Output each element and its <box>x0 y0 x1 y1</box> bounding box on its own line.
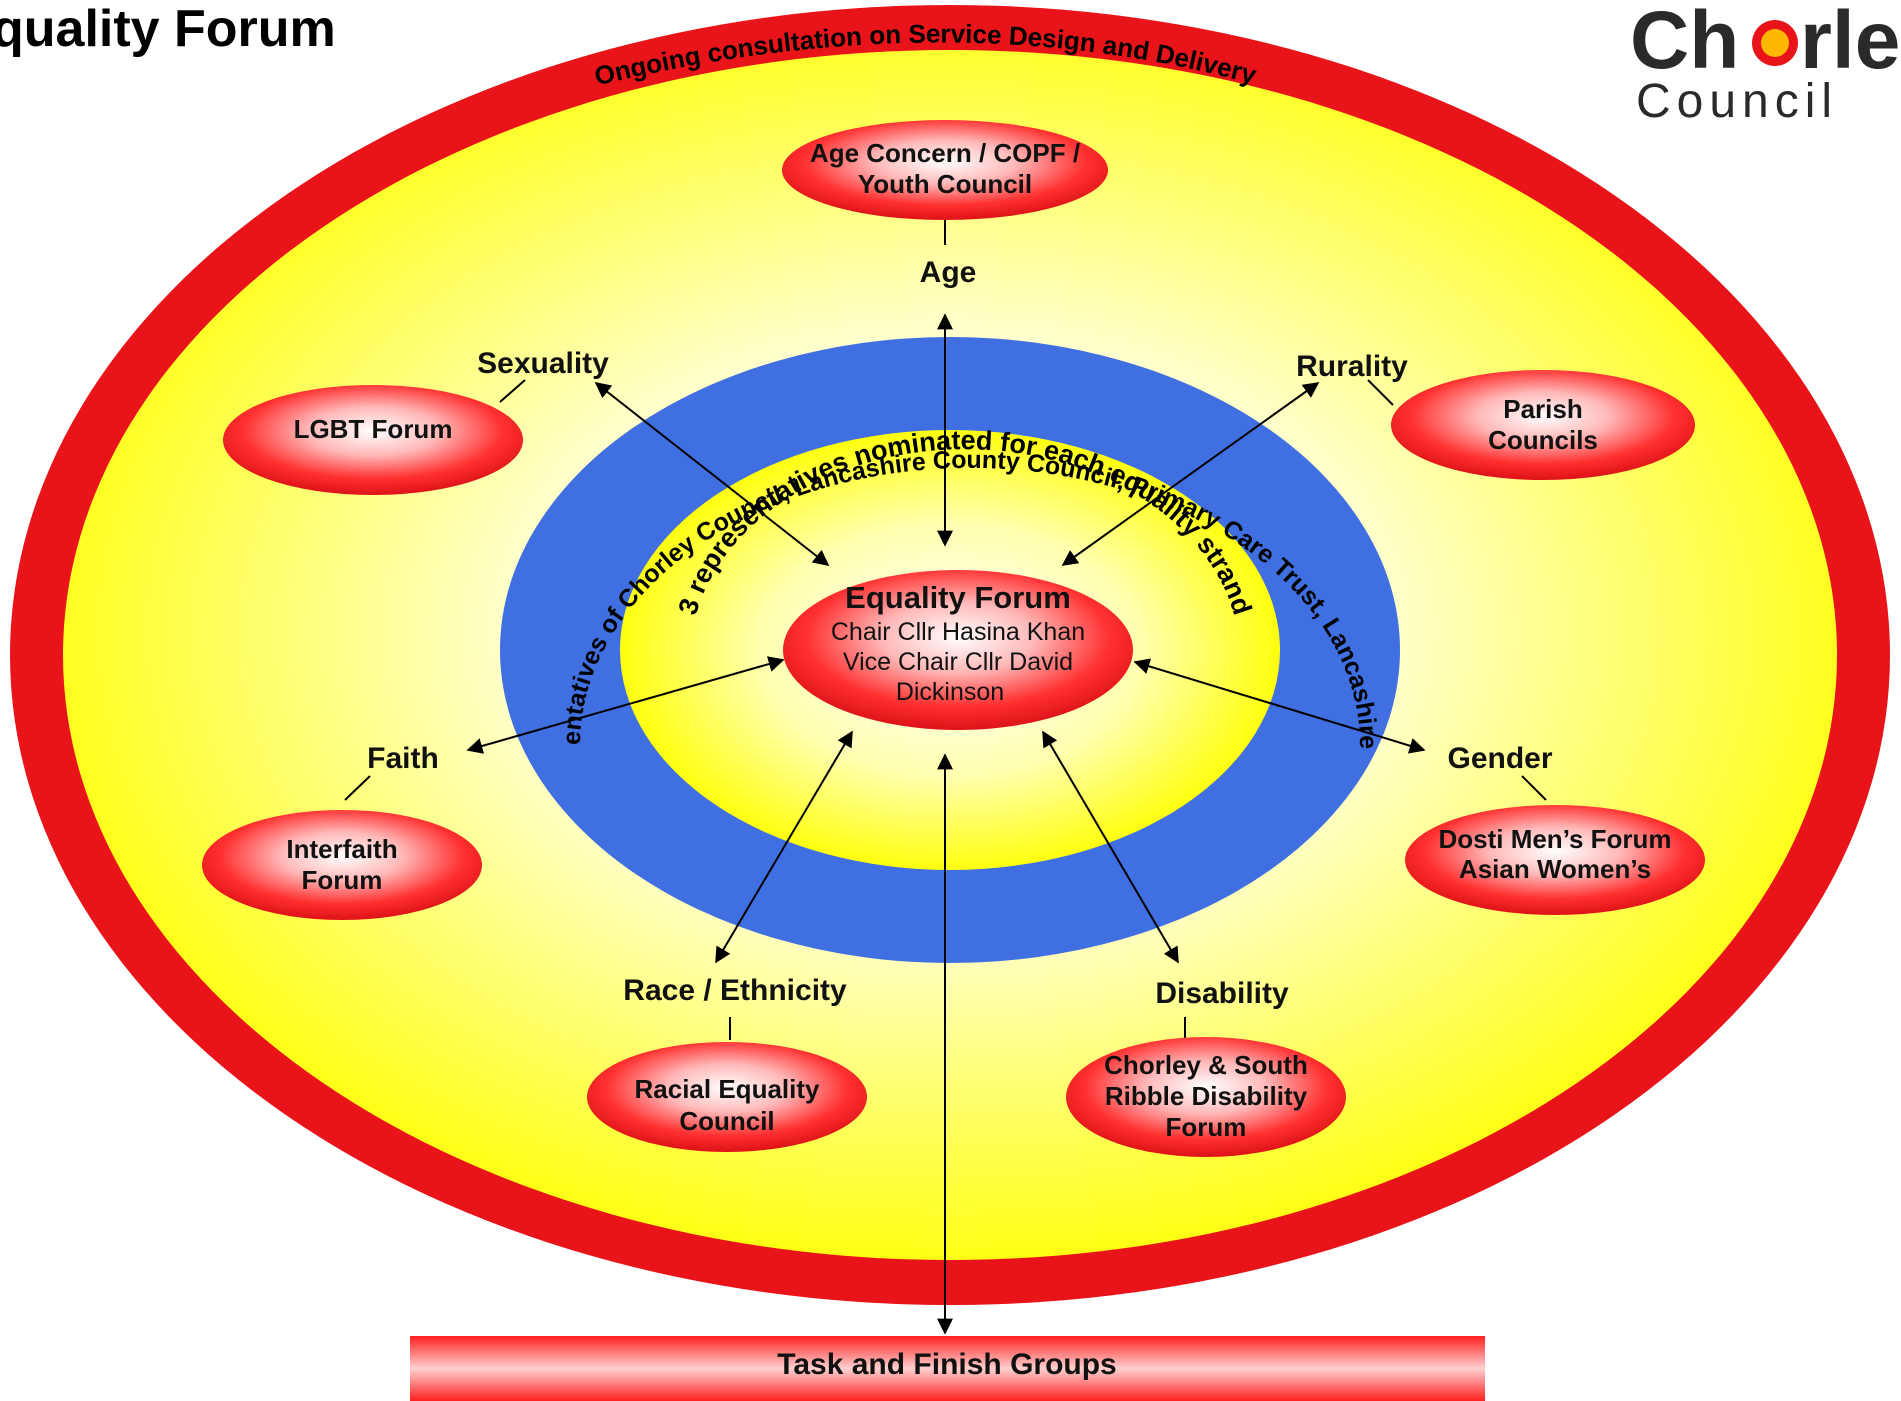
connector-arrows <box>344 218 1547 1335</box>
center-vice-chair-name: Dickinson <box>896 678 1004 706</box>
logo-text-right: rley <box>1800 0 1901 86</box>
tick-gender <box>1521 775 1547 801</box>
page-title: quality Forum <box>0 0 336 58</box>
arrow-gender <box>1133 658 1426 754</box>
group-sexuality[interactable]: LGBT Forum <box>223 385 523 495</box>
group-disability[interactable]: Chorley & South Ribble Disability Forum <box>1066 1037 1346 1157</box>
group-faith-bubble <box>202 810 482 920</box>
strand-disability: Disability <box>1155 977 1289 1010</box>
group-gender[interactable]: Dosti Men’s Forum Asian Women’s <box>1405 805 1705 915</box>
logo-subtext: Council <box>1636 75 1838 128</box>
tick-rurality <box>1367 379 1394 406</box>
task-bar-background <box>410 1336 1485 1401</box>
group-age[interactable]: Age Concern / COPF / Youth Council <box>782 120 1108 220</box>
arrow-race <box>715 730 853 964</box>
group-age-line2: Youth Council <box>858 169 1032 199</box>
group-rurality-line1: Parish <box>1503 394 1583 424</box>
group-race-line2: Council <box>679 1106 774 1136</box>
group-sexuality-bubble <box>223 385 523 495</box>
arrow-rurality <box>1061 382 1320 566</box>
strand-faith: Faith <box>367 742 439 775</box>
strand-rurality: Rurality <box>1296 350 1408 383</box>
group-age-bubble <box>782 120 1108 220</box>
group-gender-bubble <box>1405 805 1705 915</box>
tick-sexuality <box>499 379 526 403</box>
group-disability-line2: Ribble Disability <box>1105 1081 1308 1111</box>
logo-sun-icon <box>1752 20 1798 66</box>
arrow-sexuality <box>594 382 830 566</box>
group-disability-line3: Forum <box>1166 1112 1247 1142</box>
center-chair: Chair Cllr Hasina Khan <box>831 618 1085 646</box>
group-sexuality-line1: LGBT Forum <box>294 414 453 444</box>
arrow-faith <box>466 656 785 754</box>
center-title: Equality Forum <box>845 580 1071 615</box>
center-vice-chair: Vice Chair Cllr David <box>843 648 1073 676</box>
group-faith-line1: Interfaith <box>286 834 397 864</box>
logo-text-left: Ch <box>1630 0 1739 86</box>
task-bar-label: Task and Finish Groups <box>777 1348 1117 1381</box>
group-disability-bubble <box>1066 1037 1346 1157</box>
group-faith-line2: Forum <box>302 865 383 895</box>
group-race-bubble <box>587 1042 867 1152</box>
equality-forum-center[interactable]: Equality Forum Chair Cllr Hasina Khan Vi… <box>783 570 1133 730</box>
tick-faith <box>344 775 371 801</box>
group-gender-line1: Dosti Men’s Forum <box>1438 824 1671 854</box>
group-rurality-bubble <box>1391 370 1695 480</box>
center-bubble <box>783 570 1133 730</box>
group-rurality-line2: Councils <box>1488 425 1598 455</box>
strand-sexuality: Sexuality <box>477 347 609 380</box>
chorley-council-logo: Ch rley Council <box>1630 0 1901 128</box>
task-and-finish-bar[interactable]: Task and Finish Groups <box>410 1336 1485 1401</box>
arrow-disability <box>1042 730 1179 964</box>
group-faith[interactable]: Interfaith Forum <box>202 810 482 920</box>
strand-gender: Gender <box>1447 742 1552 775</box>
group-age-line1: Age Concern / COPF / <box>810 138 1080 168</box>
strand-age: Age <box>920 256 977 289</box>
strand-race: Race / Ethnicity <box>623 974 847 1007</box>
group-race-line1: Racial Equality <box>635 1074 820 1104</box>
group-rurality[interactable]: Parish Councils <box>1391 370 1695 480</box>
group-gender-line2: Asian Women’s <box>1459 854 1651 884</box>
group-race[interactable]: Racial Equality Council <box>587 1042 867 1152</box>
group-disability-line1: Chorley & South <box>1104 1050 1308 1080</box>
